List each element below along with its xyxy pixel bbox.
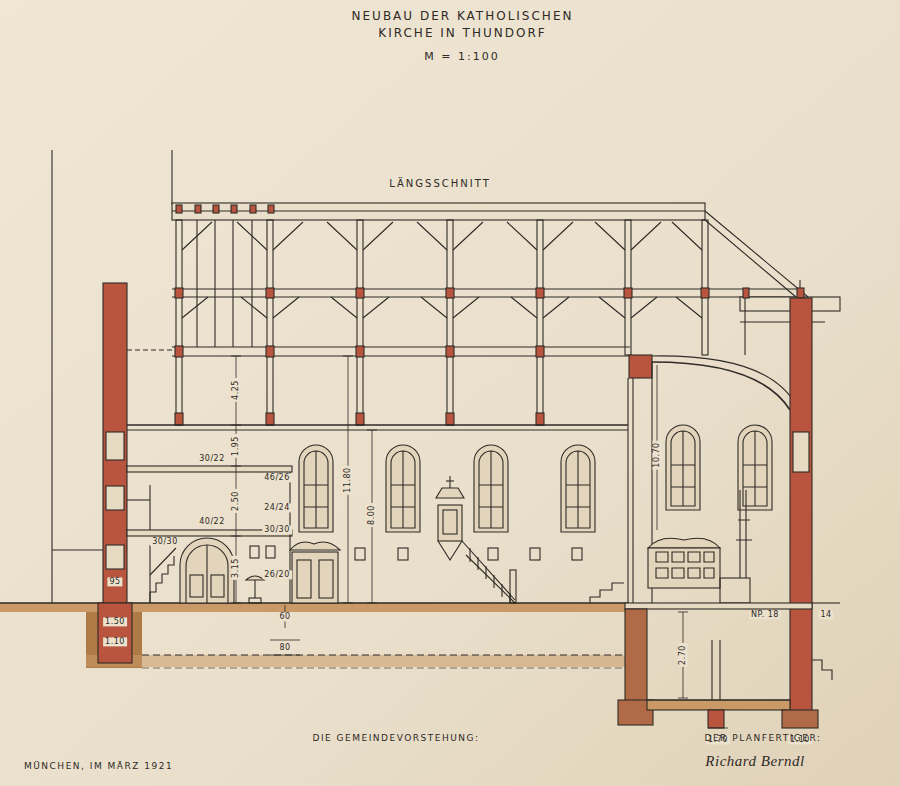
dimension-label: 2.50 xyxy=(231,489,240,513)
dimension-label: 24/24 xyxy=(262,503,292,512)
dimension-label: 2.70 xyxy=(678,643,687,667)
dimension-label: 4.25 xyxy=(231,378,240,402)
dimension-label: 40/22 xyxy=(197,517,227,526)
dimension-label: 30/22 xyxy=(197,454,227,463)
scale-label: M = 1:100 xyxy=(424,51,499,64)
dimension-label: 11.80 xyxy=(343,465,352,494)
signature-caption: DER PLANFERTIGER: xyxy=(704,733,821,743)
section-label: LÄNGSSCHNITT xyxy=(389,178,491,190)
dimension-label: 26/20 xyxy=(262,570,292,579)
dimension-label: 1.50 xyxy=(103,617,127,626)
dimension-label: 1.10 xyxy=(103,637,127,646)
signature: Richard Berndl xyxy=(705,753,804,770)
dimension-label: 95 xyxy=(107,577,122,586)
dimension-label: 8.00 xyxy=(367,503,376,527)
dimension-label: 30/30 xyxy=(150,537,180,546)
dimension-label: 1.95 xyxy=(231,434,240,458)
dimension-label: 46/26 xyxy=(262,473,292,482)
dimension-label: 3.15 xyxy=(231,556,240,580)
dimension-label: 14 xyxy=(818,610,833,619)
drawing-title: NEUBAU DER KATHOLISCHEN KIRCHE IN THUNDO… xyxy=(330,8,595,43)
place-date: MÜNCHEN, IM MÄRZ 1921 xyxy=(24,761,173,771)
level-label: NP. 18 xyxy=(749,610,781,619)
dimension-label: 10.70 xyxy=(652,440,661,469)
dimension-label: 80 xyxy=(277,643,292,652)
signature-caption: DIE GEMEINDEVORSTEHUNG: xyxy=(312,733,479,743)
dimension-label: 60 xyxy=(277,612,292,621)
dimension-label: 30/30 xyxy=(262,525,292,534)
